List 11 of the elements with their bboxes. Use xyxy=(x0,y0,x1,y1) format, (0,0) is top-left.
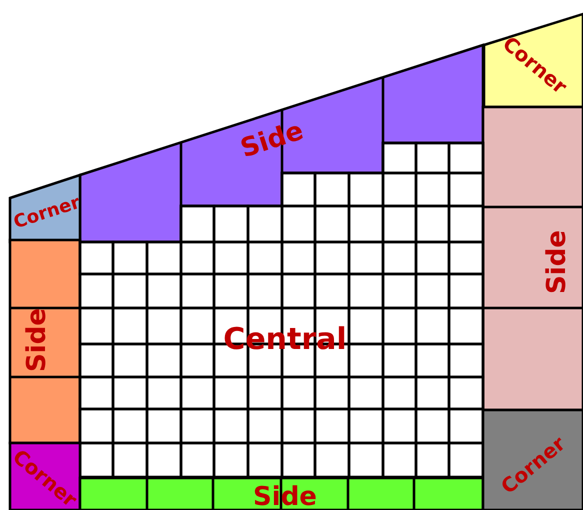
region-label: Side xyxy=(238,118,306,162)
side-region xyxy=(10,240,80,443)
corner-region xyxy=(10,172,80,242)
side-region xyxy=(80,43,483,242)
region-label: Side xyxy=(24,308,50,372)
side-region xyxy=(80,478,483,510)
corner-region xyxy=(484,14,583,107)
region-label: Side xyxy=(544,230,570,294)
side-region xyxy=(483,107,583,410)
corner-region xyxy=(483,410,583,510)
region-label: Corner xyxy=(12,194,82,232)
